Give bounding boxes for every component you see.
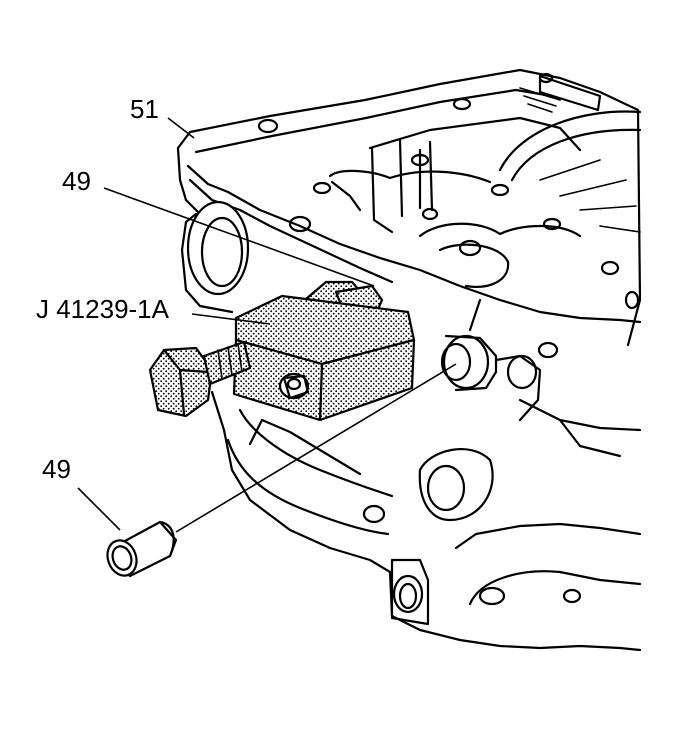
install-path-line bbox=[175, 363, 457, 533]
leader-seal-lower bbox=[77, 487, 121, 531]
callout-case-51: 51 bbox=[130, 94, 159, 124]
leader-case bbox=[167, 117, 195, 139]
transmission-case bbox=[176, 68, 642, 652]
callout-tool-j41239-1a: J 41239-1A bbox=[36, 294, 170, 324]
leader-seal-upper bbox=[103, 187, 375, 287]
callout-seal-49-lower: 49 bbox=[42, 454, 71, 484]
seal-installer-tool bbox=[148, 280, 416, 422]
leader-lines bbox=[77, 117, 457, 533]
callout-seal-49-upper: 49 bbox=[62, 166, 91, 196]
leader-tool bbox=[191, 313, 271, 325]
axle-seal bbox=[106, 520, 178, 578]
